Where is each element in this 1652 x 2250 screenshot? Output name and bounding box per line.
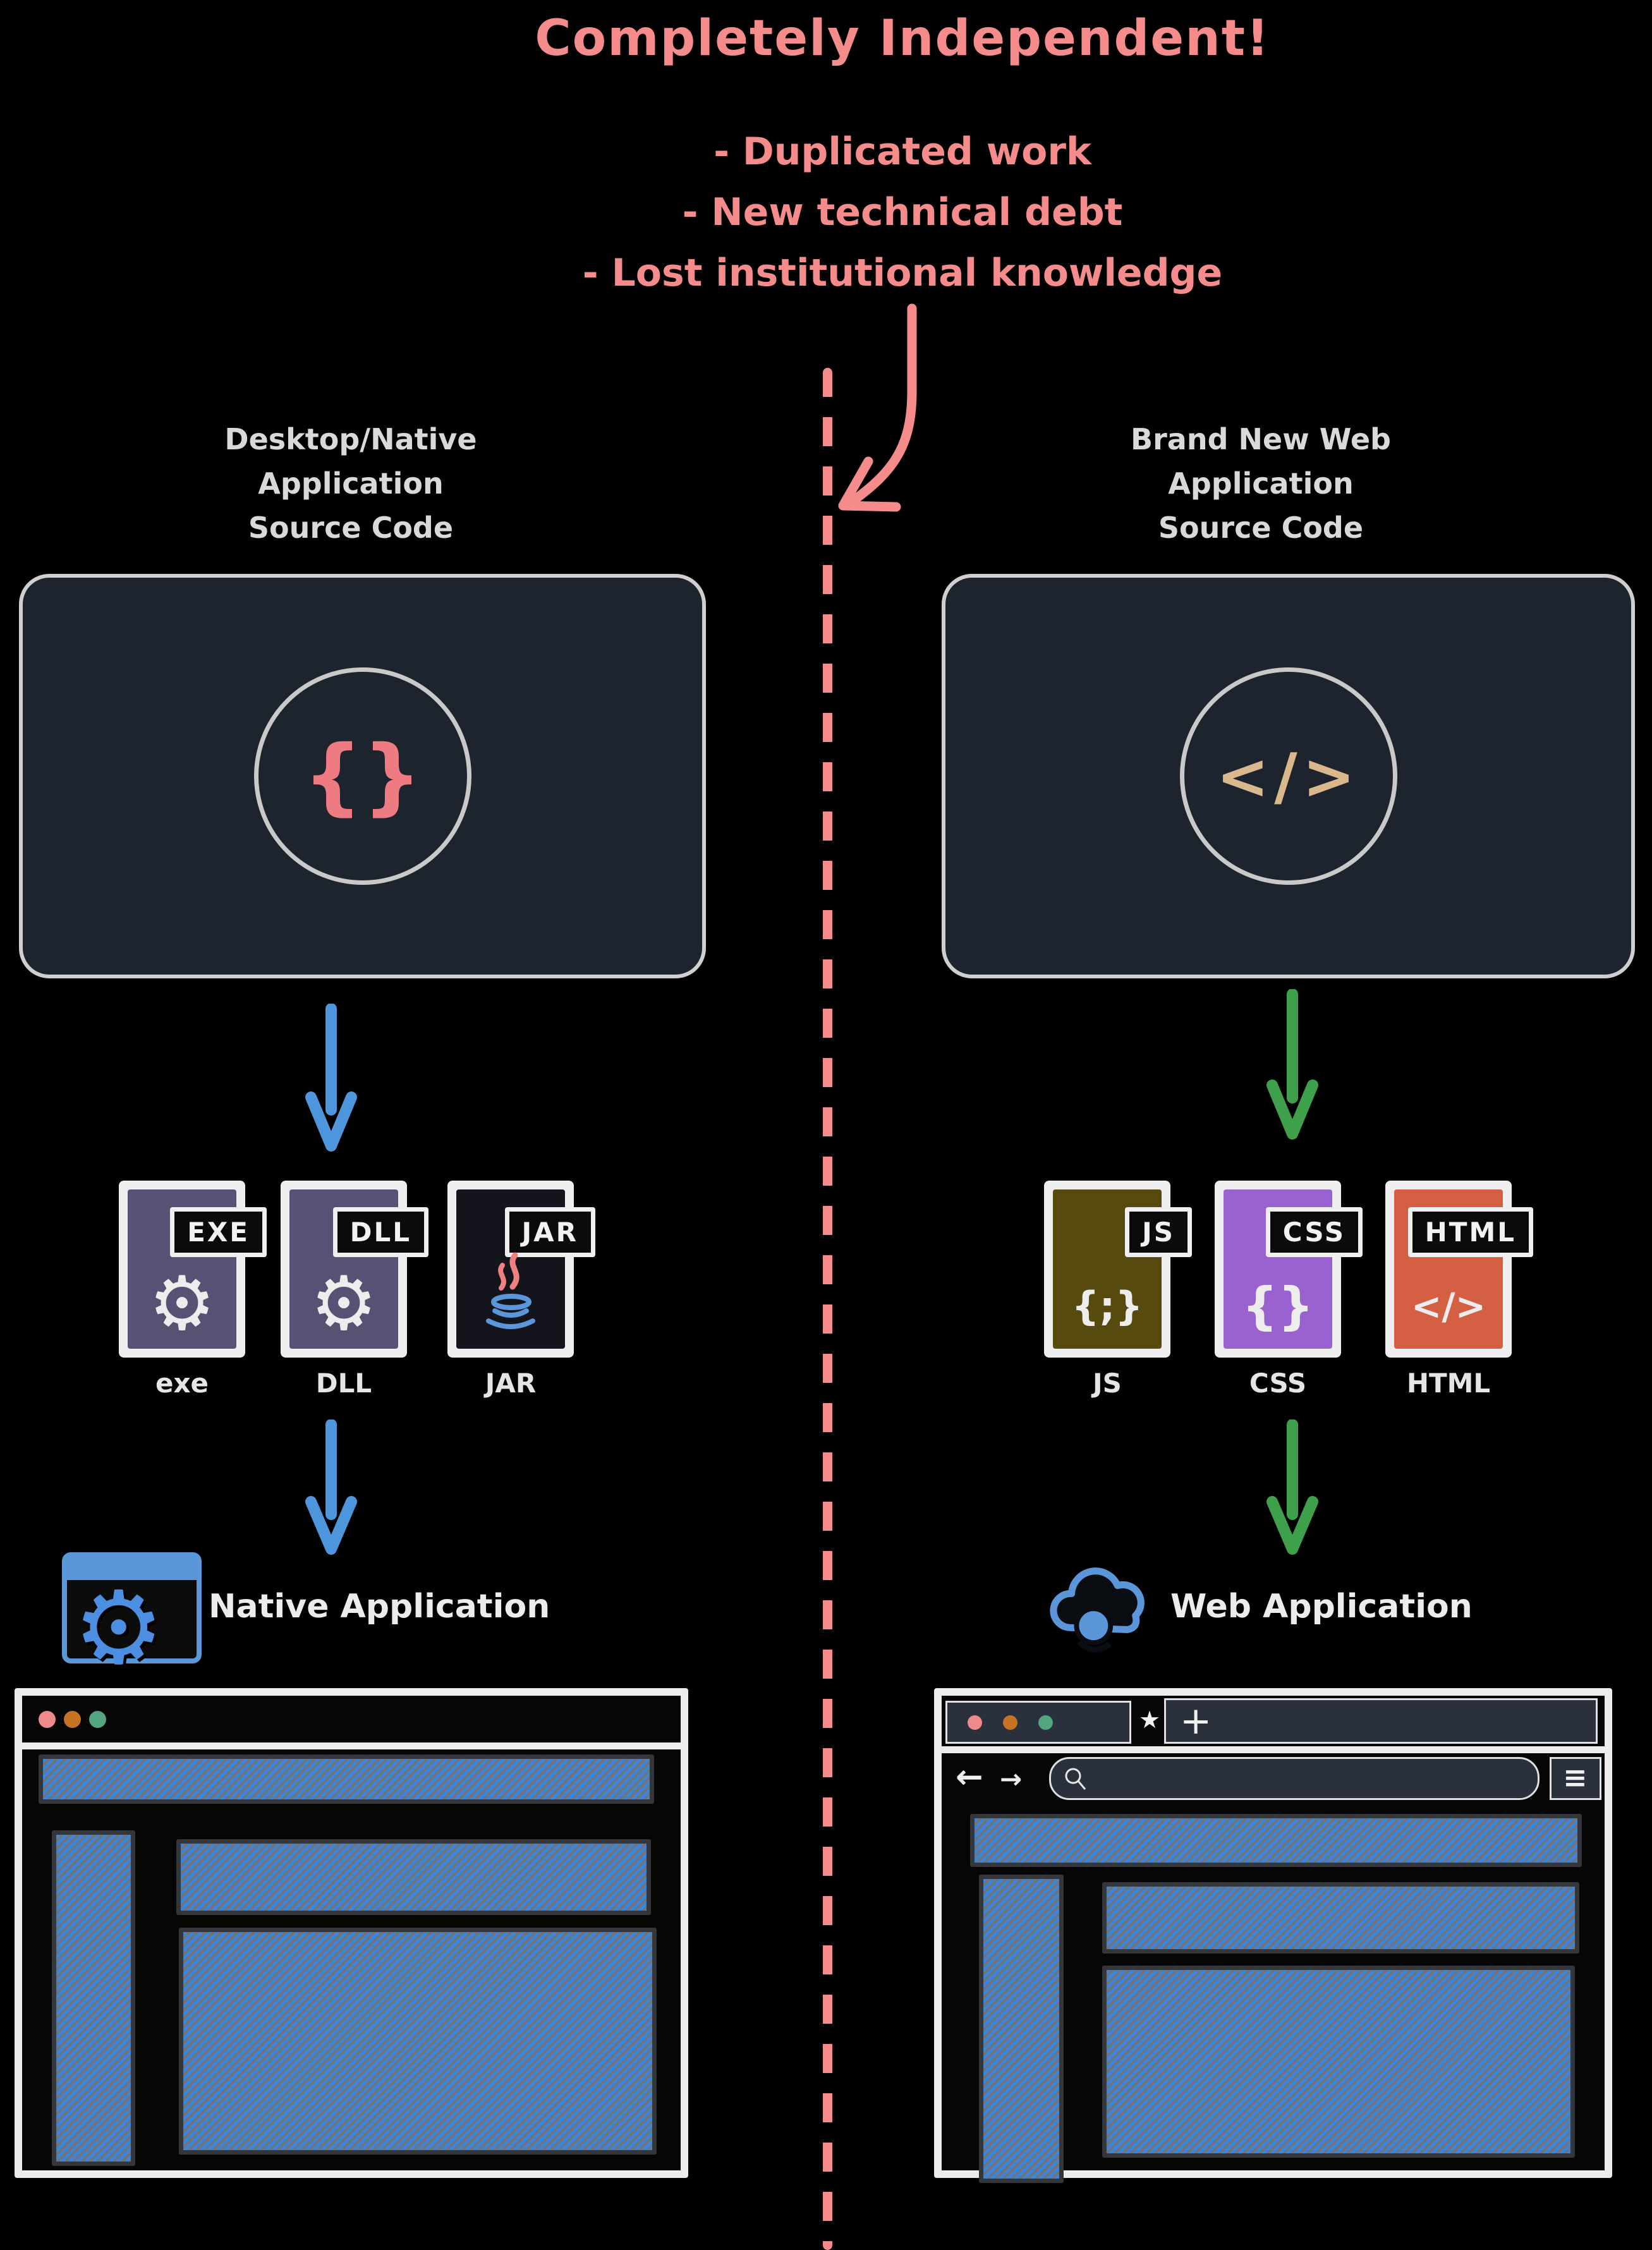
- tab-strip: +: [1164, 1698, 1598, 1744]
- native-app-window: [15, 1688, 688, 2178]
- build-arrow-left-1: [305, 1004, 357, 1152]
- right-source-label: Brand New Web Application Source Code: [1131, 422, 1391, 545]
- app-main-block: [179, 1928, 657, 2155]
- page-sidebar-block: [979, 1875, 1064, 2183]
- left-source-label: Desktop/Native Application Source Code: [224, 422, 477, 545]
- code-circle-icon: </>: [1179, 667, 1397, 885]
- address-bar: [1049, 1757, 1540, 1800]
- gear-icon: ⚙: [310, 1260, 377, 1347]
- web-source-box: </>: [942, 574, 1635, 978]
- java-logo-icon: [447, 1248, 574, 1345]
- web-app-label: Web Application: [1170, 1588, 1473, 1626]
- window-dot-red: [968, 1715, 982, 1730]
- jar-file-icon: JAR JAR: [447, 1181, 595, 1399]
- independence-divider-line: [823, 368, 832, 2250]
- jar-badge: JAR: [504, 1207, 595, 1257]
- bookmark-icon: ★: [1139, 1706, 1161, 1734]
- app-banner-block: [176, 1839, 651, 1915]
- cloud-icon: [1050, 1567, 1145, 1653]
- window-dot-green: [89, 1711, 106, 1728]
- web-app-icon: [1042, 1550, 1162, 1666]
- js-caption: JS: [1093, 1368, 1122, 1399]
- window-titlebar: [22, 1696, 681, 1749]
- build-arrow-left-2: [305, 1420, 357, 1555]
- js-file-icon: JS {;} JS: [1044, 1181, 1192, 1399]
- consequence-list: - Duplicated work - New technical debt -…: [530, 121, 1275, 303]
- html-file-icon: HTML </> HTML: [1385, 1181, 1533, 1399]
- web-browser-window: ★ + ← → ≡: [934, 1688, 1612, 2183]
- html-badge: HTML: [1407, 1207, 1533, 1257]
- dll-caption: DLL: [315, 1368, 372, 1399]
- curly-braces-icon: {}: [303, 727, 422, 825]
- jar-caption: JAR: [485, 1368, 537, 1399]
- css-caption: CSS: [1249, 1368, 1307, 1399]
- app-sidebar-block: [52, 1830, 135, 2166]
- bullet-duplicated-work: - Duplicated work: [714, 130, 1091, 174]
- build-arrow-right-1: [1266, 989, 1318, 1140]
- forward-icon: →: [1000, 1763, 1023, 1794]
- gear-icon: ⚙: [149, 1260, 216, 1347]
- browser-tab-bar: ★ +: [942, 1696, 1605, 1753]
- new-tab-icon: +: [1180, 1699, 1212, 1743]
- exe-caption: exe: [155, 1368, 209, 1399]
- native-app-icon: ⚙: [62, 1552, 207, 1687]
- css-braces-icon: {}: [1242, 1277, 1314, 1335]
- menu-icon: ≡: [1563, 1760, 1588, 1794]
- dll-badge: DLL: [332, 1207, 428, 1257]
- html-caption: HTML: [1406, 1368, 1491, 1399]
- window-dot-red: [39, 1711, 56, 1728]
- window-controls-box: [945, 1701, 1131, 1744]
- page-banner-block: [1102, 1882, 1579, 1954]
- braces-circle-icon: {}: [253, 667, 471, 885]
- js-braces-icon: {;}: [1071, 1283, 1143, 1329]
- desktop-source-box: {}: [19, 574, 706, 978]
- menu-button: ≡: [1550, 1757, 1601, 1800]
- css-badge: CSS: [1265, 1207, 1363, 1257]
- html-tag-icon: </>: [1411, 1285, 1486, 1328]
- native-app-label: Native Application: [209, 1588, 550, 1626]
- title-to-divider-arrow: [838, 303, 917, 512]
- diagram-title: Completely Independent!: [535, 10, 1270, 67]
- bullet-lost-knowledge: - Lost institutional knowledge: [582, 251, 1223, 295]
- window-dot-orange: [64, 1711, 81, 1728]
- dll-file-icon: DLL ⚙ DLL: [281, 1181, 428, 1399]
- page-header-block: [970, 1814, 1582, 1867]
- code-tag-icon: </>: [1216, 739, 1361, 813]
- back-icon: ←: [956, 1758, 983, 1796]
- page-main-block: [1102, 1966, 1575, 2158]
- browser-content: ← → ≡: [942, 1753, 1605, 2183]
- js-badge: JS: [1125, 1207, 1192, 1257]
- app-header-block: [39, 1754, 654, 1804]
- exe-file-icon: EXE ⚙ exe: [119, 1181, 267, 1399]
- exe-badge: EXE: [170, 1207, 267, 1257]
- build-arrow-right-2: [1266, 1420, 1318, 1555]
- bullet-technical-debt: - New technical debt: [682, 190, 1123, 234]
- native-app-content: [22, 1749, 681, 2170]
- css-file-icon: CSS {} CSS: [1215, 1181, 1363, 1399]
- gear-icon: ⚙: [73, 1569, 164, 1687]
- window-dot-orange: [1003, 1715, 1017, 1730]
- window-dot-green: [1038, 1715, 1053, 1730]
- search-icon: [1065, 1768, 1086, 1790]
